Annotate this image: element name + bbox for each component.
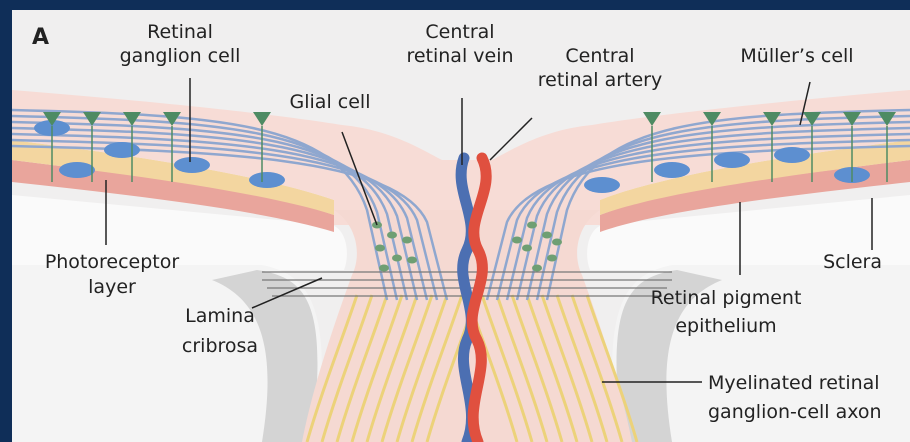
label-central-vein-1: Central bbox=[425, 21, 494, 43]
diagram-panel: A Retinal ganglion cell Central retinal … bbox=[12, 10, 910, 442]
label-lamina-2: cribrosa bbox=[182, 335, 258, 357]
glial-cell bbox=[379, 265, 389, 272]
label-central-artery-2: retinal artery bbox=[538, 69, 662, 91]
ganglion-nucleus bbox=[774, 147, 810, 163]
label-mullers-cell: Müller’s cell bbox=[740, 45, 853, 67]
label-myelinated-1: Myelinated retinal bbox=[708, 372, 880, 394]
ganglion-nucleus bbox=[654, 162, 690, 178]
panel-label: A bbox=[32, 25, 49, 50]
label-lamina-1: Lamina bbox=[185, 305, 255, 327]
glial-cell bbox=[522, 245, 532, 252]
label-sclera: Sclera bbox=[823, 251, 882, 273]
label-photoreceptor-1: Photoreceptor bbox=[45, 251, 180, 273]
glial-cell bbox=[392, 255, 402, 262]
label-retinal-ganglion-2: ganglion cell bbox=[120, 45, 241, 67]
label-central-artery-1: Central bbox=[565, 45, 634, 67]
label-photoreceptor-2: layer bbox=[88, 276, 136, 298]
label-retinal-ganglion-1: Retinal bbox=[147, 21, 213, 43]
ganglion-nucleus bbox=[174, 157, 210, 173]
glial-cell bbox=[527, 222, 537, 229]
label-rpe-2: epithelium bbox=[675, 315, 776, 337]
label-central-vein-2: retinal vein bbox=[406, 45, 513, 67]
optic-nerve-head-diagram: A Retinal ganglion cell Central retinal … bbox=[12, 10, 910, 442]
glial-cell bbox=[552, 239, 562, 246]
ganglion-nucleus bbox=[59, 162, 95, 178]
glial-cell bbox=[547, 255, 557, 262]
label-rpe-1: Retinal pigment bbox=[651, 287, 802, 309]
glial-cell bbox=[542, 232, 552, 239]
glial-cell bbox=[375, 245, 385, 252]
ganglion-nucleus bbox=[249, 172, 285, 188]
ganglion-nucleus bbox=[584, 177, 620, 193]
glial-cell bbox=[512, 237, 522, 244]
ganglion-nucleus bbox=[714, 152, 750, 168]
glial-cell bbox=[407, 257, 417, 264]
glial-cell bbox=[387, 232, 397, 239]
label-glial-cell: Glial cell bbox=[290, 91, 371, 113]
glial-cell bbox=[532, 265, 542, 272]
label-myelinated-2: ganglion-cell axon bbox=[708, 401, 882, 423]
glial-cell bbox=[402, 237, 412, 244]
ganglion-nucleus bbox=[104, 142, 140, 158]
